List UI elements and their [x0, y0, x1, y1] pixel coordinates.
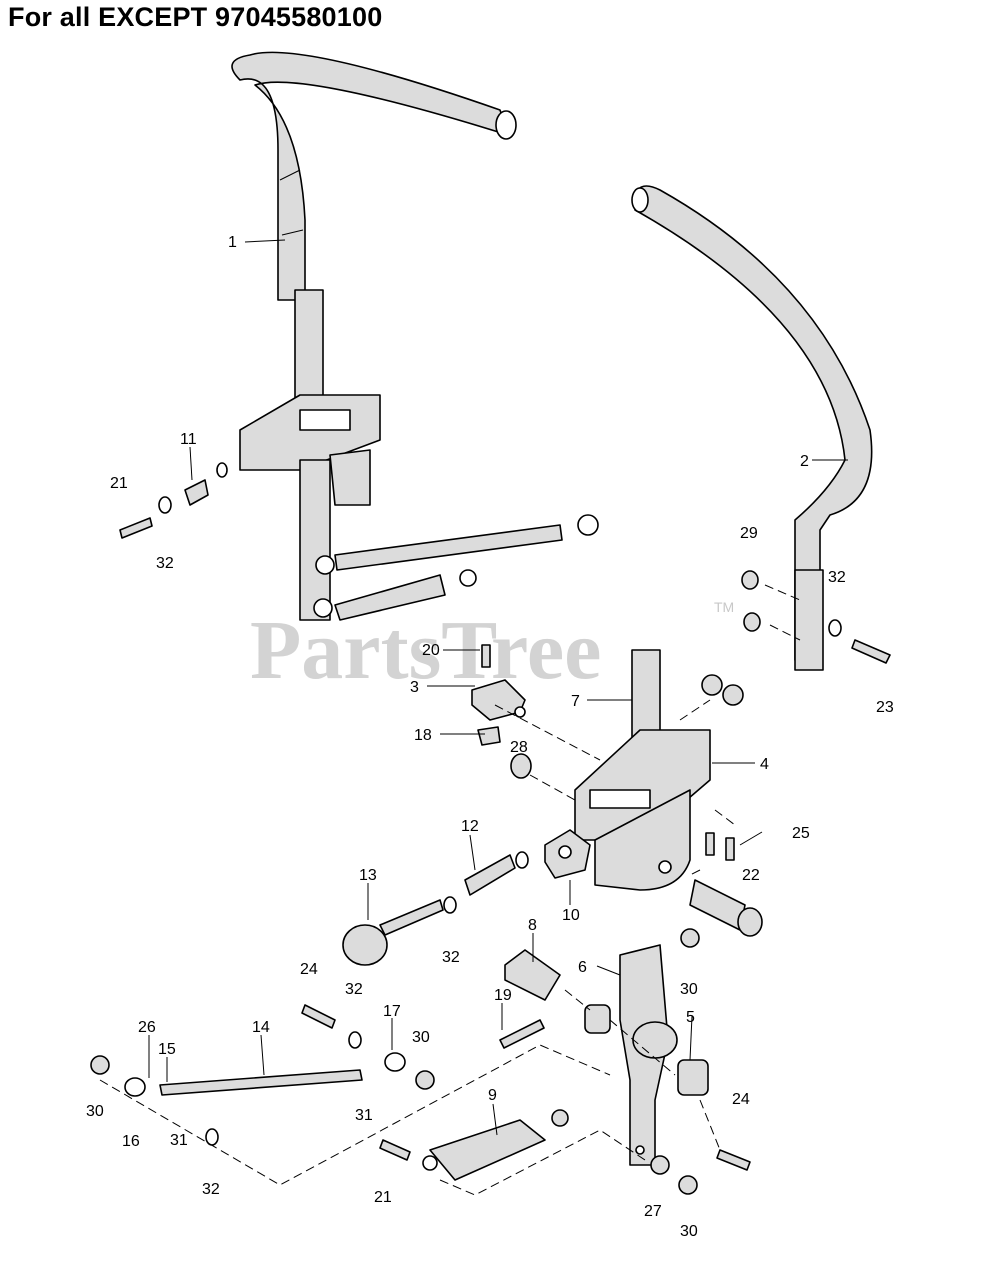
callout-labels: 1 2 3 4 5 6 7 8 9 10 11 12 13 14 15 16 1…: [86, 234, 894, 1240]
handle-bar-left: [231, 51, 517, 411]
callout-32-a: 32: [156, 555, 174, 572]
callout-31-a: 31: [170, 1132, 188, 1149]
callout-11: 11: [180, 431, 197, 448]
assembly-dashed-lines: [99, 584, 801, 1196]
callout-3: 3: [410, 679, 419, 696]
callout-7: 7: [571, 693, 580, 710]
callout-21-lower: 21: [374, 1189, 392, 1206]
callout-10: 10: [562, 907, 580, 924]
bushing-5b: [677, 1059, 709, 1096]
callout-32-b: 32: [828, 569, 846, 586]
watermark-trademark: TM: [714, 599, 734, 615]
bushing-8: [504, 949, 561, 1001]
spring-11: [184, 479, 209, 506]
callout-26: 26: [138, 1019, 156, 1036]
callout-32-e: 32: [202, 1181, 220, 1198]
nut-30b: [415, 1070, 435, 1090]
bolt-23: [851, 639, 891, 664]
callout-32-c: 32: [442, 949, 460, 966]
callout-16: 16: [122, 1133, 140, 1150]
washer-32e: [205, 1128, 219, 1146]
callout-32-d: 32: [345, 981, 363, 998]
switch-assembly: [471, 644, 526, 746]
knob-13: [342, 899, 444, 966]
callout-18: 18: [414, 727, 432, 744]
callout-31-b: 31: [355, 1107, 373, 1124]
rod-assembly-14: [124, 1052, 406, 1097]
callout-28: 28: [510, 739, 528, 756]
callout-6: 6: [578, 959, 587, 976]
bolt-21b: [379, 1139, 411, 1161]
washer-32b: [828, 619, 842, 637]
bolt-19: [499, 1019, 545, 1049]
callout-14: 14: [252, 1019, 270, 1036]
callout-25: 25: [792, 825, 810, 842]
spring-12: [464, 854, 516, 896]
bolt-24b: [716, 1149, 751, 1171]
callout-23: 23: [876, 699, 894, 716]
washer-11: [216, 462, 228, 478]
callout-27: 27: [644, 1203, 662, 1220]
callout-24-right: 24: [732, 1091, 750, 1108]
callout-30-a: 30: [86, 1103, 104, 1120]
bolt-21a: [119, 517, 153, 539]
callout-13: 13: [359, 867, 377, 884]
bolt-24a: [301, 1004, 336, 1029]
callout-22: 22: [742, 867, 760, 884]
nut-30d: [678, 1175, 698, 1195]
bolt-25a: [705, 832, 715, 856]
callout-19: 19: [494, 987, 512, 1004]
washer-32c: [443, 896, 457, 914]
nut-30c: [680, 928, 700, 948]
callout-30-d: 30: [680, 1223, 698, 1240]
nut-29a: [741, 570, 759, 590]
callout-20: 20: [422, 642, 440, 659]
nut-upper-b: [722, 684, 744, 706]
bolt-25b: [725, 837, 735, 861]
washer-upper-12: [515, 851, 529, 869]
callout-30-c: 30: [680, 981, 698, 998]
callout-24-left: 24: [300, 961, 318, 978]
callout-29: 29: [740, 525, 758, 542]
gas-spring-9: [429, 1119, 546, 1181]
callout-30-b: 30: [412, 1029, 430, 1046]
handle-bar-right: [631, 185, 873, 671]
callout-15: 15: [158, 1041, 176, 1058]
nut-30a: [90, 1055, 110, 1075]
upper-control-assembly: [239, 394, 599, 621]
bolt-22: [689, 879, 746, 931]
diagram-title: For all EXCEPT 97045580100: [8, 2, 383, 32]
callout-17: 17: [383, 1003, 401, 1020]
callout-9: 9: [488, 1087, 497, 1104]
callout-12: 12: [461, 818, 479, 835]
bracket-assembly: [574, 649, 711, 891]
callout-4: 4: [760, 756, 769, 773]
nut-27: [650, 1155, 670, 1175]
callout-21-upper: 21: [110, 475, 128, 492]
callout-leaders: [148, 239, 848, 1136]
callout-1: 1: [228, 234, 237, 251]
bushing-5a: [584, 1004, 611, 1034]
nut-upper-a: [701, 674, 723, 696]
callout-8: 8: [528, 917, 537, 934]
nut-28: [510, 753, 532, 779]
nut-29b: [743, 612, 761, 632]
gas-spring-end-9: [422, 1155, 438, 1171]
callout-5: 5: [686, 1009, 695, 1026]
lever-6: [619, 944, 678, 1166]
washer-32a: [158, 496, 172, 514]
washer-32d: [348, 1031, 362, 1049]
callout-2: 2: [800, 453, 809, 470]
